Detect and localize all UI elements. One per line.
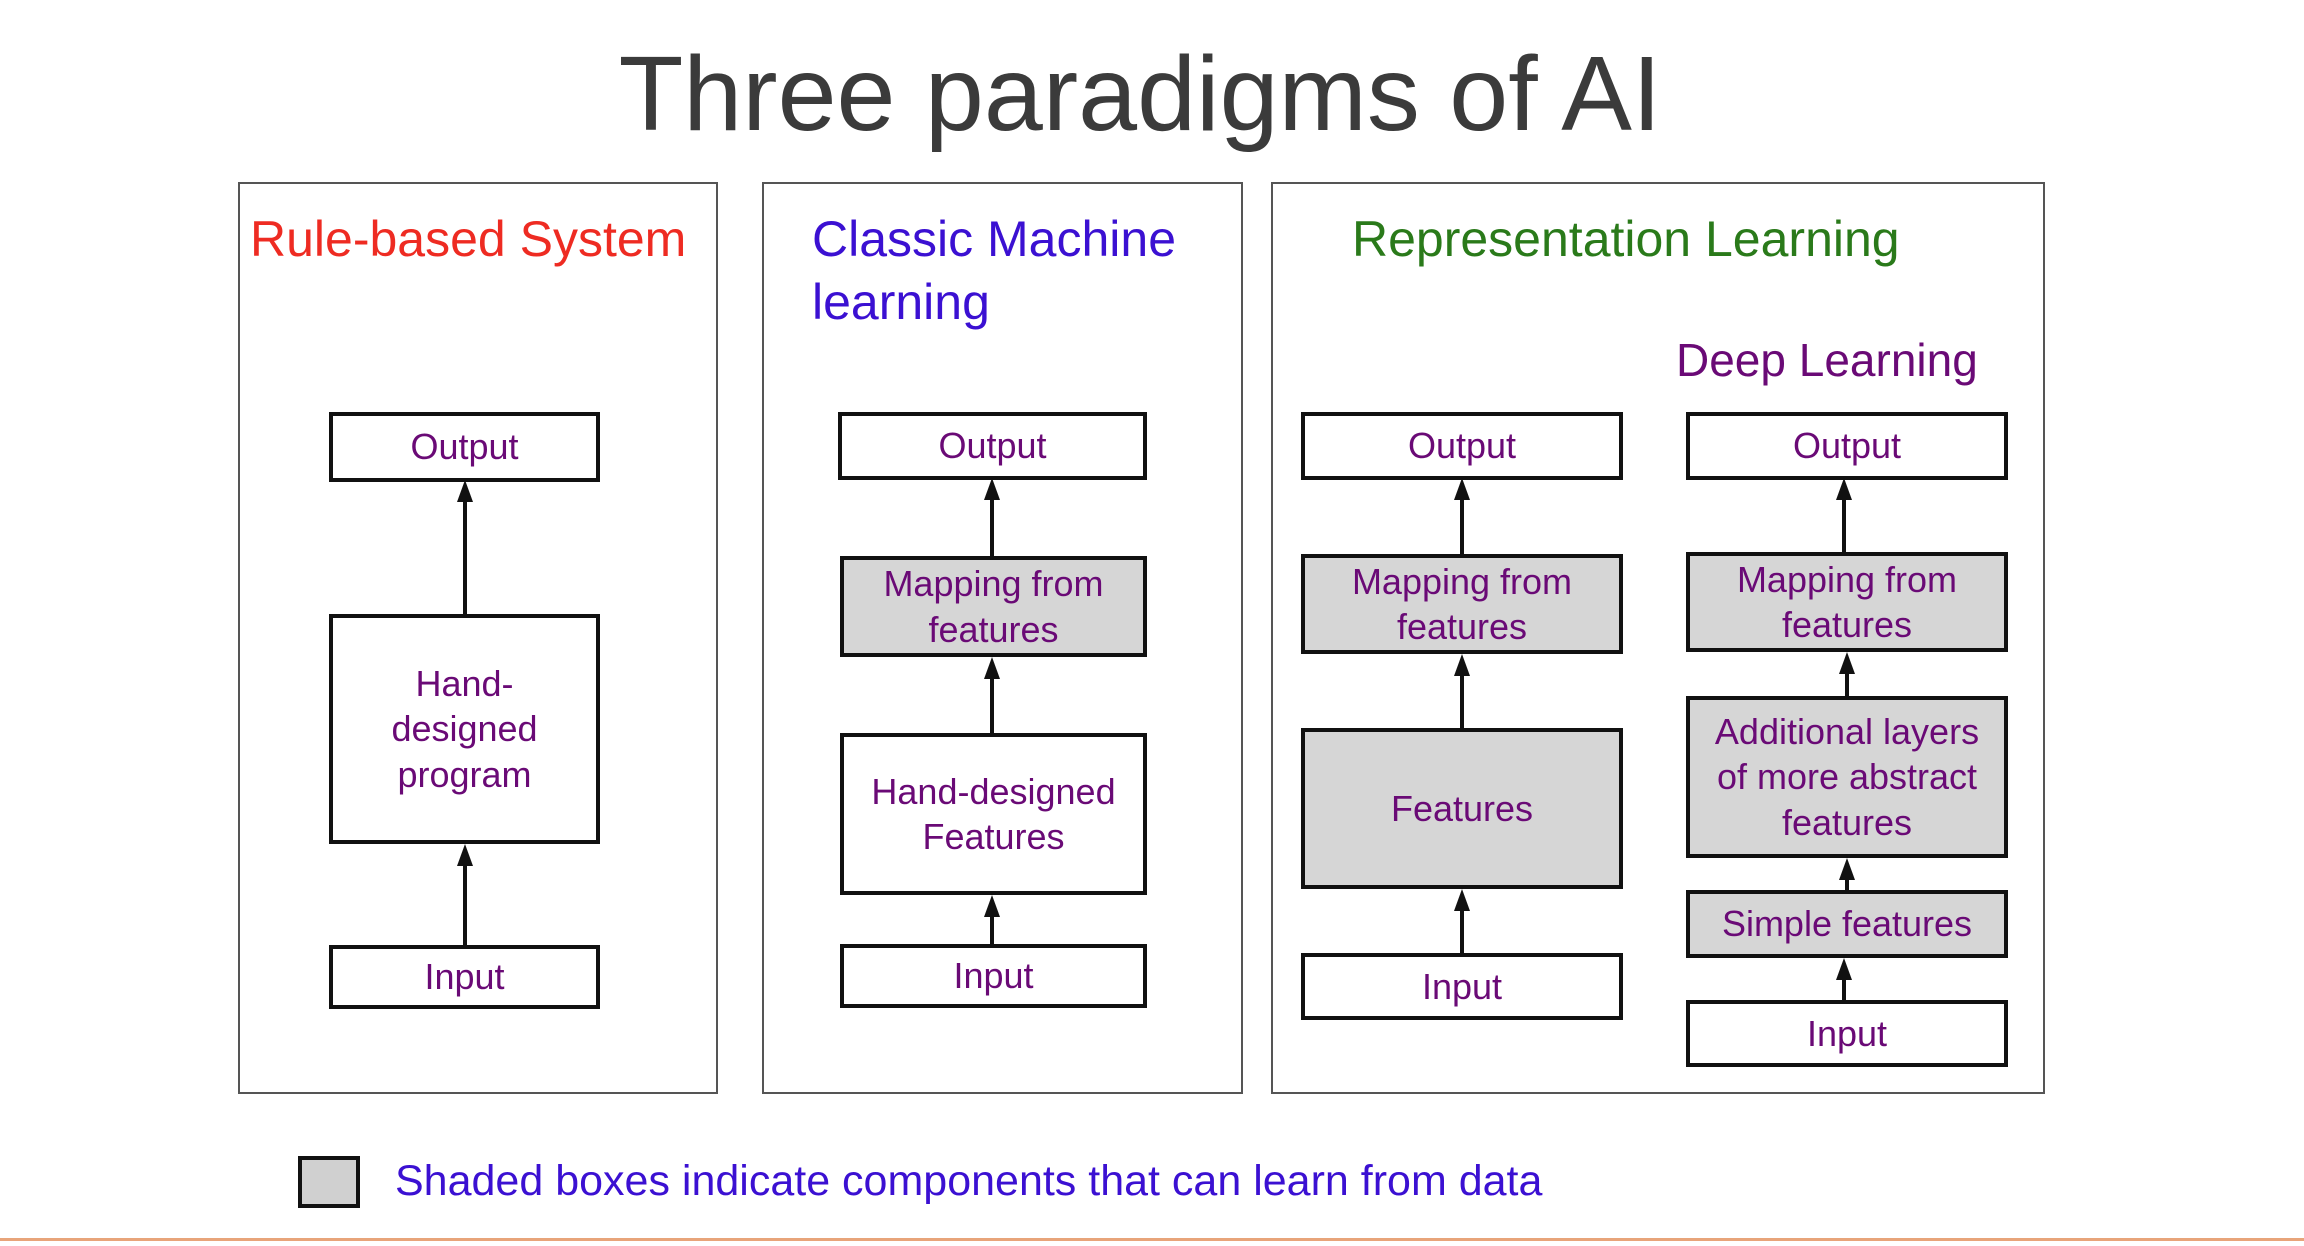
arrow-head xyxy=(984,657,1000,679)
arrow-line xyxy=(990,496,994,558)
page-title: Three paradigms of AI xyxy=(618,35,1662,153)
arrow-line xyxy=(463,498,467,616)
mapping-from-features-box: Mapping from features xyxy=(1686,552,2008,652)
panel-title-representation-learning: Representation Learning xyxy=(1352,211,1900,267)
arrow-line xyxy=(1845,876,1849,892)
arrow-line xyxy=(1460,907,1464,955)
output-box: Output xyxy=(1301,412,1623,480)
hand-designed-program-box: Hand- designed program xyxy=(329,614,600,844)
input-box: Input xyxy=(1686,1000,2008,1067)
arrow-head xyxy=(1839,858,1855,880)
arrow-head xyxy=(457,480,473,502)
mapping-from-features-box: Mapping from features xyxy=(1301,554,1623,654)
output-box: Output xyxy=(329,412,600,482)
arrow-line xyxy=(1460,496,1464,556)
mapping-from-features-box: Mapping from features xyxy=(840,556,1147,657)
output-box: Output xyxy=(838,412,1147,480)
additional-layers-box: Additional layers of more abstract featu… xyxy=(1686,696,2008,858)
legend-shaded-swatch xyxy=(298,1156,360,1208)
legend-text: Shaded boxes indicate components that ca… xyxy=(395,1157,1543,1205)
panel-title-rule-based: Rule-based System xyxy=(250,211,687,267)
arrow-line xyxy=(1845,670,1849,698)
arrow-head xyxy=(1454,478,1470,500)
arrow-head xyxy=(1836,958,1852,980)
arrow-line xyxy=(1460,672,1464,730)
deep-learning-title: Deep Learning xyxy=(1676,334,1978,386)
arrow-line xyxy=(463,862,467,946)
arrow-head xyxy=(1839,652,1855,674)
arrow-head xyxy=(984,895,1000,917)
features-box: Features xyxy=(1301,728,1623,889)
arrow-line xyxy=(1842,976,1846,1002)
input-box: Input xyxy=(329,945,600,1009)
arrow-head xyxy=(457,844,473,866)
arrow-head xyxy=(984,478,1000,500)
arrow-head xyxy=(1454,654,1470,676)
arrow-head xyxy=(1454,889,1470,911)
arrow-line xyxy=(1842,496,1846,554)
bottom-rule xyxy=(0,1238,2304,1241)
input-box: Input xyxy=(840,944,1147,1008)
panel-title-classic-ml: Classic Machine learning xyxy=(812,211,1177,330)
arrow-line xyxy=(990,675,994,735)
input-box: Input xyxy=(1301,953,1623,1020)
hand-designed-features-box: Hand-designed Features xyxy=(840,733,1147,895)
arrow-head xyxy=(1836,478,1852,500)
simple-features-box: Simple features xyxy=(1686,890,2008,958)
arrow-line xyxy=(990,913,994,946)
output-box: Output xyxy=(1686,412,2008,480)
